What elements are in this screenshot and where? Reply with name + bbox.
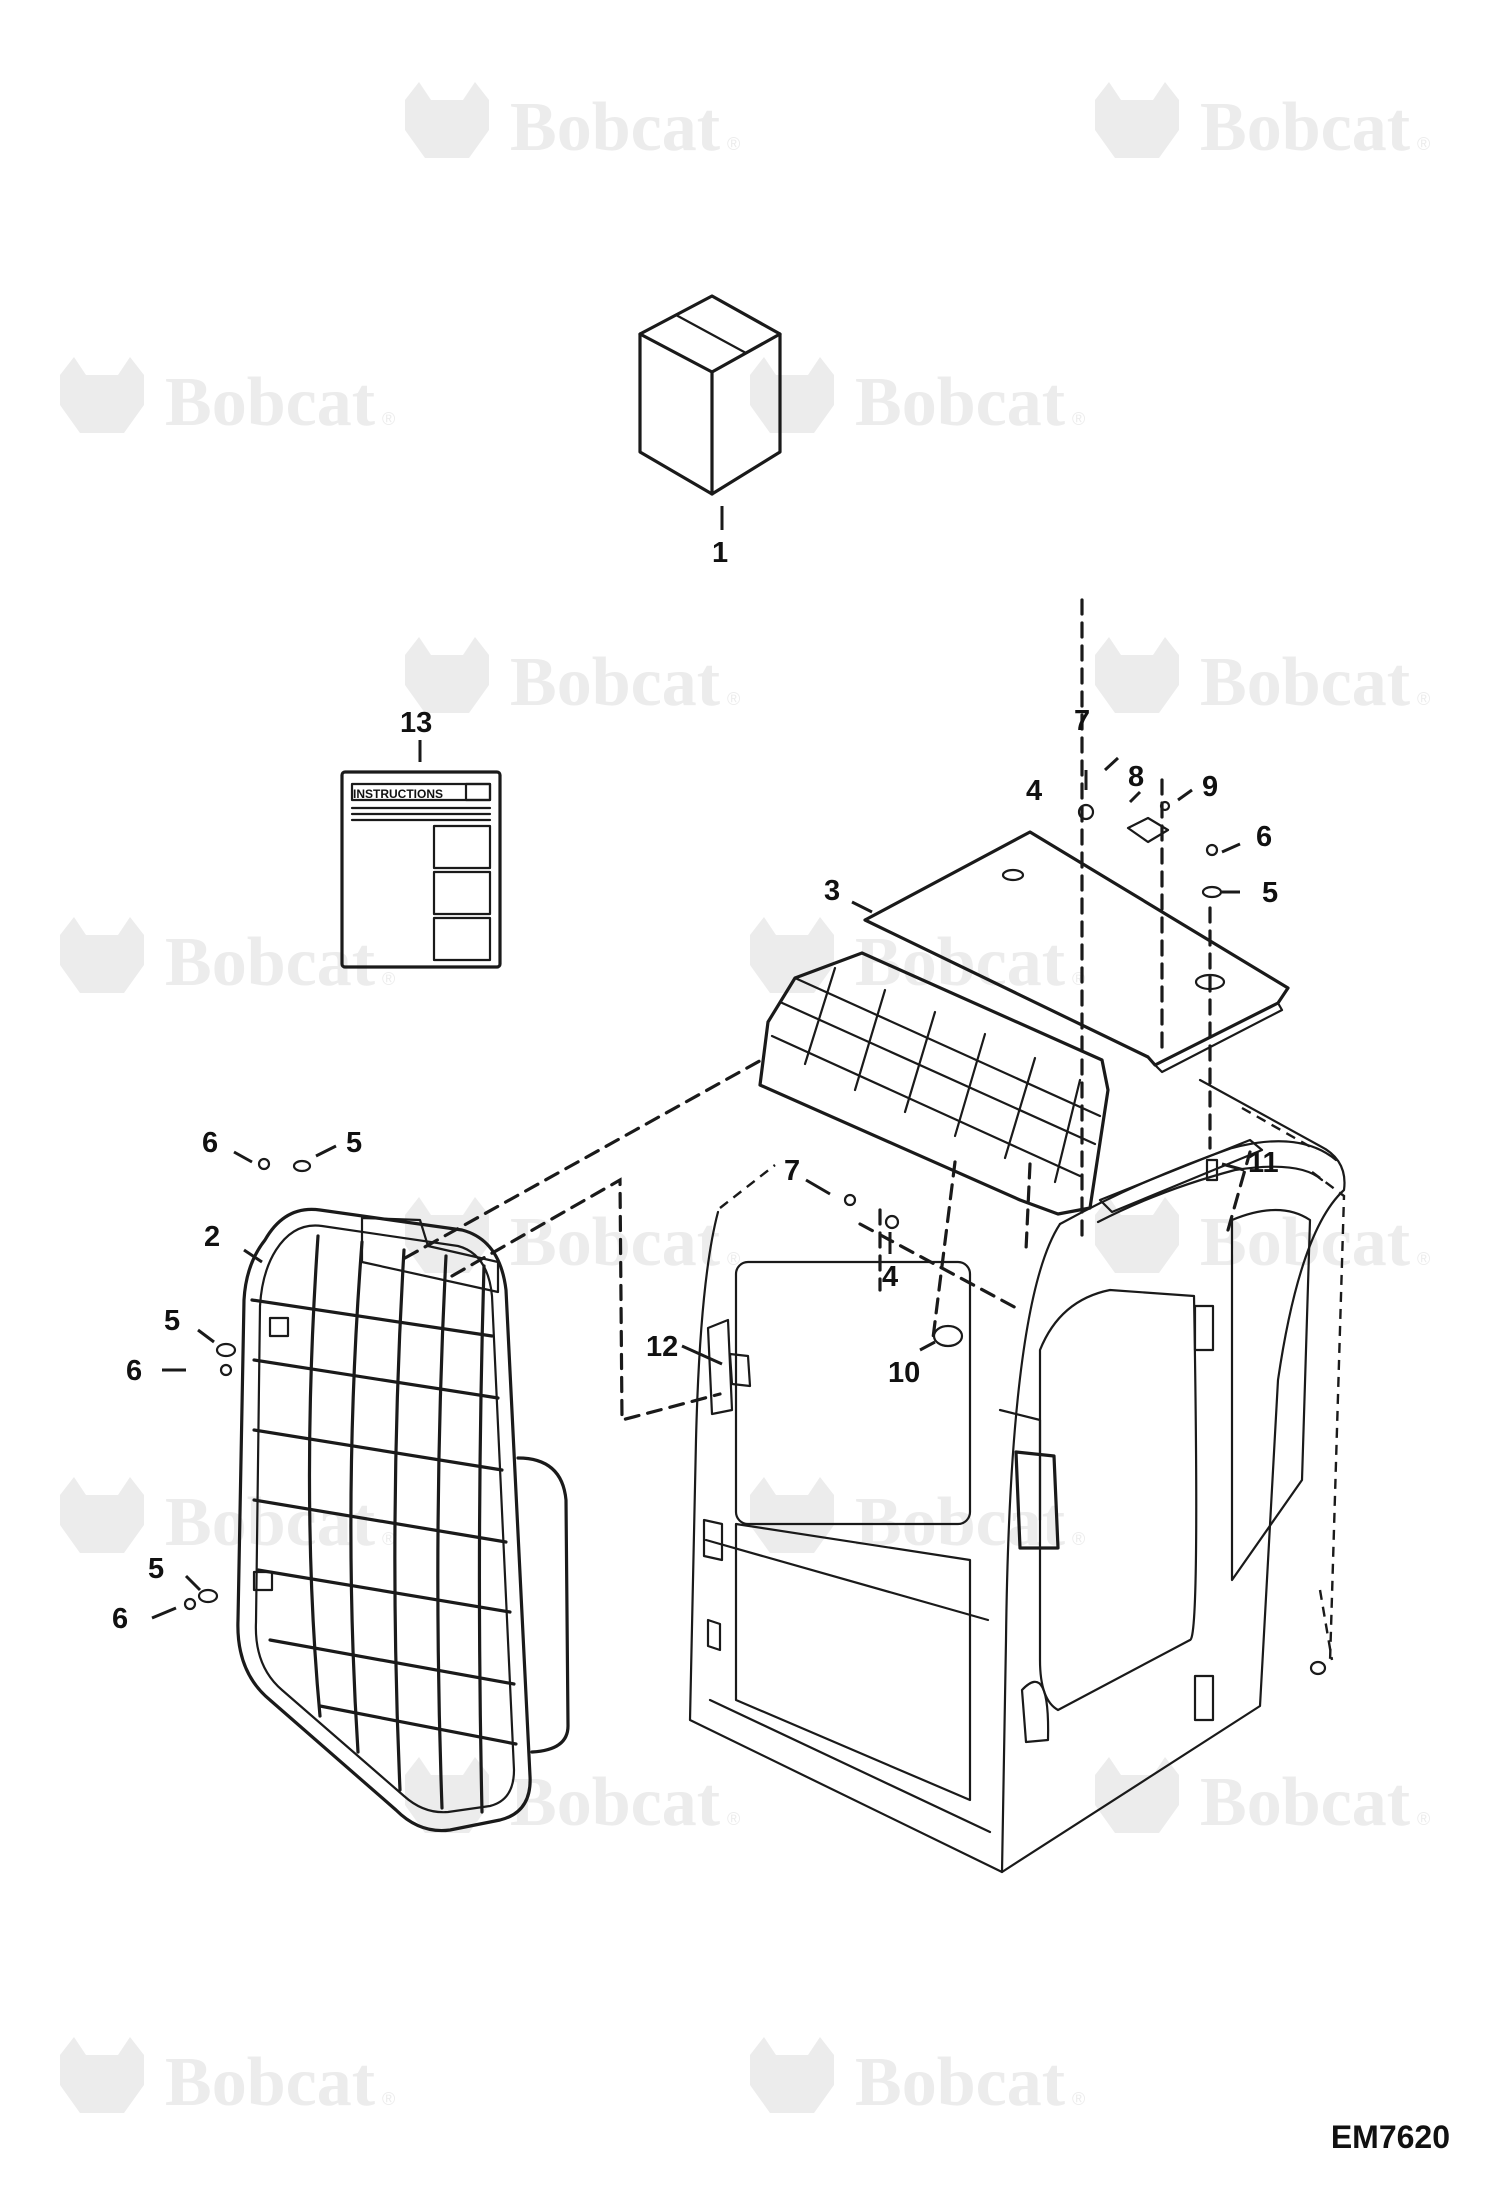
watermark-brand: Bobcat — [855, 364, 1065, 441]
callout-10: 10 — [888, 1357, 920, 1389]
watermark: Bobcat ® — [405, 637, 740, 721]
callout-labels: 1 13 7 4 8 9 6 5 3 6 5 11 2 7 4 5 6 12 1… — [112, 537, 1279, 1635]
watermark: Bobcat ® — [405, 1197, 740, 1281]
watermark: Bobcat® — [1095, 1197, 1430, 1281]
hardware-illustration — [183, 770, 1223, 1611]
callout-1: 1 — [712, 537, 728, 569]
callout-5: 5 — [346, 1127, 362, 1159]
instructions-card-illustration: INSTRUCTIONS — [340, 740, 502, 969]
watermark: Bobcat ® — [1095, 1757, 1430, 1841]
watermark-brand: Bobcat — [165, 1484, 375, 1561]
instructions-card-heading: INSTRUCTIONS — [353, 787, 443, 801]
watermark-brand: Bobcat — [1200, 644, 1410, 721]
watermark-brand: Bobcat — [510, 1764, 720, 1841]
watermark-layer: Bobcat ® Bobcat ® Bobcat ® Bobcat ® Bobcat ® Bobca… — [60, 82, 1430, 2121]
callout-5: 5 — [1262, 877, 1278, 909]
roof-plate-illustration — [851, 830, 1290, 1074]
bobcat-head-logo-icon — [750, 1477, 834, 1553]
watermark: Bobcat ® — [405, 1757, 740, 1841]
watermark: Bobcat ® — [60, 917, 395, 1001]
watermark-brand: Bobcat — [510, 1204, 720, 1281]
callout-6: 6 — [202, 1127, 218, 1159]
bobcat-head-logo-icon — [60, 357, 144, 433]
bobcat-head-logo-icon — [60, 2037, 144, 2113]
bobcat-head-logo-icon — [60, 917, 144, 993]
watermark-brand: Bobcat — [165, 364, 375, 441]
callout-13: 13 — [400, 707, 432, 739]
watermark-trademark: ® — [382, 969, 395, 989]
watermark-trademark: ® — [727, 1249, 740, 1269]
watermark-trademark: ® — [382, 409, 395, 429]
watermark-trademark: ® — [382, 2089, 395, 2109]
callout-12: 12 — [646, 1331, 678, 1363]
bobcat-head-logo-icon — [60, 1477, 144, 1553]
watermark-brand: Bobcat — [1200, 89, 1410, 166]
watermark-trademark: ® — [1417, 1249, 1430, 1269]
watermark: Bobcat ® — [60, 357, 395, 441]
callout-9: 9 — [1202, 771, 1218, 803]
watermark-brand: Bobcat — [510, 644, 720, 721]
bobcat-head-logo-icon — [750, 2037, 834, 2113]
watermark-trademark: ® — [1072, 409, 1085, 429]
callout-leaders — [151, 756, 1245, 1620]
watermark-trademark: ® — [382, 1529, 395, 1549]
callout-3: 3 — [824, 875, 840, 907]
watermark: Bobcat ® — [60, 2037, 395, 2121]
watermark-brand: Bobcat — [855, 2044, 1065, 2121]
callout-8: 8 — [1128, 761, 1144, 793]
watermark: Bobcat ® — [60, 1477, 395, 1561]
callout-4: 4 — [882, 1261, 898, 1293]
callout-11: 11 — [1248, 1147, 1279, 1179]
watermark-trademark: ® — [1072, 2089, 1085, 2109]
watermark: Bobcat ® — [1095, 82, 1430, 166]
callout-6: 6 — [126, 1355, 142, 1387]
callout-5: 5 — [164, 1305, 180, 1337]
callout-4: 4 — [1026, 775, 1042, 807]
bobcat-head-logo-icon — [405, 1757, 489, 1833]
kit-box-illustration — [638, 294, 782, 530]
watermark-brand: Bobcat — [165, 2044, 375, 2121]
callout-5: 5 — [148, 1553, 164, 1585]
bobcat-head-logo-icon — [405, 82, 489, 158]
rear-screen-illustration — [758, 951, 1110, 1216]
watermark: Bobcat ® — [750, 2037, 1085, 2121]
callout-6: 6 — [1256, 821, 1272, 853]
bobcat-head-logo-icon — [1095, 82, 1179, 158]
callout-2: 2 — [204, 1221, 220, 1253]
watermark: Bobcat ® — [405, 82, 740, 166]
operator-cab-illustration — [688, 1078, 1346, 1874]
bobcat-head-logo-icon — [1095, 1197, 1179, 1273]
watermark-brand: Bobcat — [510, 89, 720, 166]
watermark-trademark: ® — [1417, 1809, 1430, 1829]
figure-id: EM7620 — [1330, 2119, 1450, 2155]
watermark-trademark: ® — [1417, 689, 1430, 709]
watermark-trademark: ® — [727, 689, 740, 709]
bobcat-head-logo-icon — [750, 357, 834, 433]
watermark-trademark: ® — [1417, 134, 1430, 154]
watermark: Bobcat ® — [750, 357, 1085, 441]
callout-6: 6 — [112, 1603, 128, 1635]
watermark-trademark: ® — [727, 134, 740, 154]
watermark: Bobcat® — [750, 917, 1085, 1001]
bobcat-head-logo-icon — [405, 637, 489, 713]
bobcat-head-logo-icon — [1095, 637, 1179, 713]
callout-7: 7 — [784, 1155, 800, 1187]
watermark-brand: Bobcat — [1200, 1764, 1410, 1841]
front-screen-illustration — [236, 1207, 570, 1833]
watermark-trademark: ® — [1072, 1529, 1085, 1549]
watermark-brand: Bobcat — [165, 924, 375, 1001]
watermark-brand: Bobcat — [855, 924, 1065, 1001]
bobcat-head-logo-icon — [750, 917, 834, 993]
bobcat-head-logo-icon — [1095, 1757, 1179, 1833]
watermark: Bobcat ® — [1095, 637, 1430, 721]
assembly-lines — [403, 598, 1252, 1423]
callout-7: 7 — [1074, 705, 1090, 737]
watermark-trademark: ® — [727, 1809, 740, 1829]
